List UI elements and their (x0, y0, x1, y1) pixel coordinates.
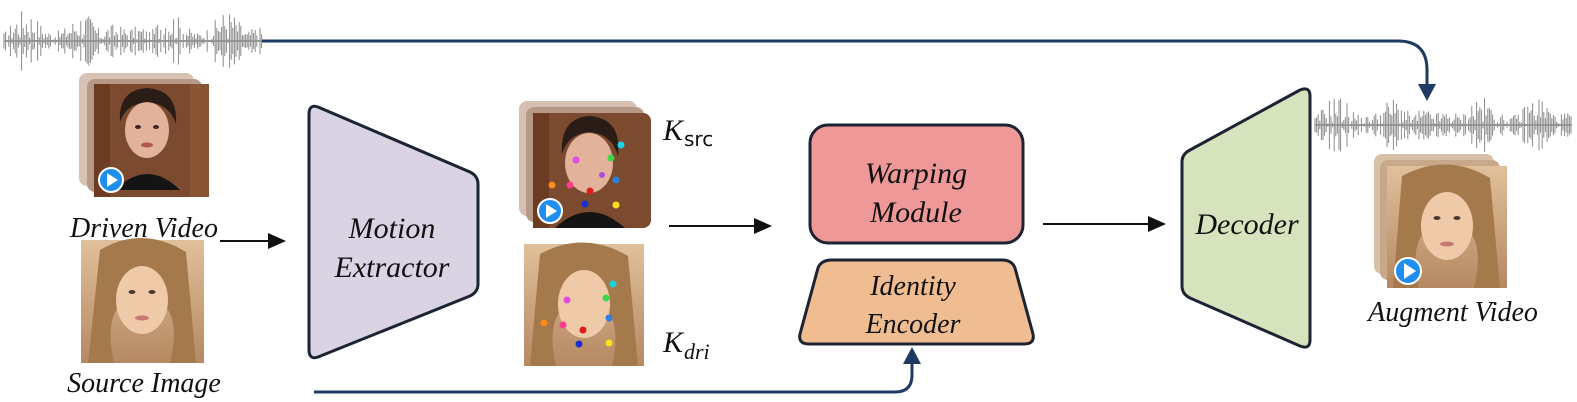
warping-module-label-line1: Warping (865, 157, 967, 190)
warping-module-label-line2: Module (869, 196, 962, 229)
audio-arrowhead (1418, 84, 1436, 101)
source-to-identity-arrow (314, 362, 914, 394)
warping-module-block: Warping Module (808, 123, 1025, 245)
source-image-label: Source Image (67, 368, 221, 399)
driving-keypoints-thumbnail (524, 242, 644, 366)
audio-waveform-output (1314, 98, 1572, 152)
motion-extractor-block: Motion Extractor (307, 104, 480, 360)
audio-waveform-input (3, 11, 263, 71)
motion-extractor-label-line2: Extractor (334, 251, 450, 284)
audio-path-arrow (262, 39, 1429, 88)
svg-text:K: K (662, 114, 685, 147)
identity-encoder-label-line1: Identity (869, 271, 956, 302)
identity-encoder-label-line2: Encoder (865, 309, 961, 340)
decoder-block: Decoder (1180, 87, 1312, 349)
source-image-thumbnail (81, 237, 204, 363)
svg-text:src: src (684, 127, 713, 151)
svg-text:K: K (662, 326, 685, 359)
augment-video-label: Augment Video (1366, 297, 1538, 328)
augment-video-thumbnail (1374, 154, 1507, 288)
identity-arrowhead (903, 347, 921, 364)
k-src-label: K src (662, 114, 713, 151)
identity-encoder-block: Identity Encoder (798, 258, 1035, 346)
source-keypoints-thumbnail (519, 101, 651, 228)
k-dri-label: K dri (662, 326, 710, 364)
motion-extractor-label-line1: Motion (348, 212, 436, 245)
svg-text:dri: dri (684, 339, 710, 364)
driven-video-thumbnail (79, 73, 209, 197)
decoder-label: Decoder (1194, 208, 1299, 241)
